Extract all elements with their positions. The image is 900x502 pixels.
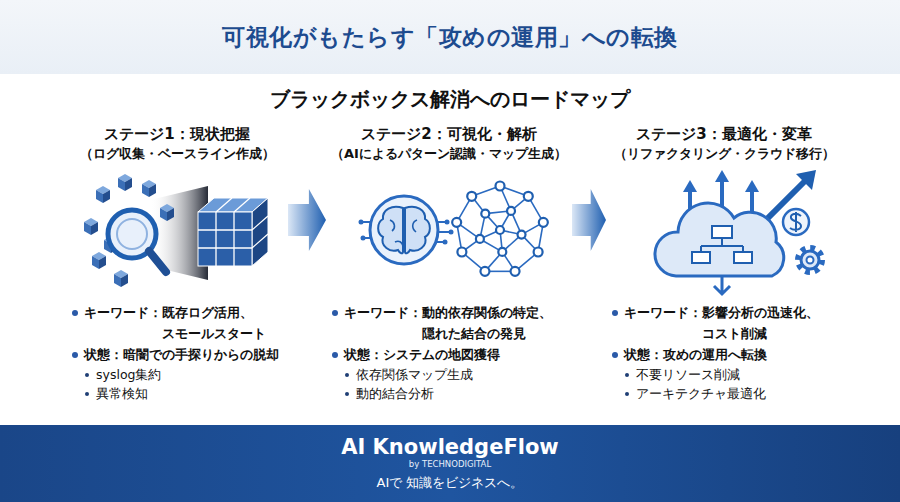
stage-column: ステージ3：最適化・変革（リファクタリング・クラウド移行） キーワード：影響分析の…: [610, 124, 838, 403]
roadmap-heading: ブラックボックス解消へのロードマップ: [0, 86, 900, 113]
network-node: [457, 248, 466, 257]
bullet-dot: [345, 392, 349, 396]
network-node: [507, 207, 515, 215]
keyword-text: キーワード：影響分析の迅速化、 コスト削減: [624, 302, 820, 344]
bullet-row: 動的結合分析: [330, 384, 568, 403]
network-node: [496, 182, 505, 191]
detail-text: 不要リソース削減: [636, 365, 838, 384]
network-node: [518, 231, 526, 239]
network-node: [539, 218, 548, 227]
log-cubes-icon: [84, 174, 268, 287]
state-text: 状態：攻めの運用へ転換: [624, 344, 838, 365]
stage-subtitle: （ログ収集・ベースライン作成）: [70, 144, 284, 164]
stage-column: ステージ2：可視化・解析（AIによるパターン認識・マップ生成） キーワード：動的依…: [330, 124, 568, 403]
bullet-dot: [332, 310, 338, 316]
detail-text: 依存関係マップ生成: [356, 365, 568, 384]
network-node: [467, 192, 476, 201]
bullet-row: 不要リソース削減: [610, 365, 838, 384]
stage-subtitle: （リファクタリング・クラウド移行）: [610, 144, 838, 164]
bullet-dot: [612, 310, 618, 316]
detail-text: アーキテクチャ最適化: [636, 384, 838, 403]
network-node: [496, 226, 504, 234]
bullet-dot: [612, 352, 618, 358]
bullet-row: アーキテクチャ最適化: [610, 384, 838, 403]
network-node: [481, 210, 489, 218]
stage-title: ステージ3：最適化・変革: [610, 124, 838, 144]
bullet-row: 依存関係マップ生成: [330, 365, 568, 384]
state-text: 状態：暗闇での手探りからの脱却: [84, 344, 284, 365]
bullet-row: キーワード：既存ログ活用、 スモールスタート: [70, 302, 284, 344]
network-map-icon: [452, 182, 548, 276]
footer-band: AI KnowledgeFlowby TECHNODIGITALAIで 知識をビ…: [0, 425, 900, 502]
bullet-row: syslog集約: [70, 365, 284, 384]
icon-spacer: [70, 164, 284, 302]
network-node: [452, 218, 461, 227]
bullet-row: 異常検知: [70, 384, 284, 403]
brand-byline: by TECHNODIGITAL: [0, 459, 900, 470]
network-node: [480, 267, 489, 276]
brand-name: AI KnowledgeFlow: [0, 425, 900, 459]
bullet-row: 状態：システムの地図獲得: [330, 344, 568, 365]
keyword-text: キーワード：動的依存関係の特定、 隠れた結合の発見: [344, 302, 553, 344]
bullet-row: 状態：攻めの運用へ転換: [610, 344, 838, 365]
cloud-optimization-icon: [655, 170, 822, 294]
stage-title: ステージ2：可視化・解析: [330, 124, 568, 144]
network-node: [498, 248, 506, 256]
bullet-dot: [332, 352, 338, 358]
bullet-dot: [85, 373, 89, 377]
network-node: [534, 248, 543, 257]
bullet-row: キーワード：動的依存関係の特定、 隠れた結合の発見: [330, 302, 568, 344]
network-node: [524, 192, 533, 201]
brand-tagline: AIで 知識をビジネスへ。: [0, 470, 900, 493]
bullet-row: キーワード：影響分析の迅速化、 コスト削減: [610, 302, 838, 344]
bullet-dot: [85, 392, 89, 396]
bullet-row: 状態：暗闇での手探りからの脱却: [70, 344, 284, 365]
ai-brain-icon: [359, 196, 454, 264]
network-node: [476, 235, 484, 243]
bullet-dot: [72, 310, 78, 316]
page-title: 可視化がもたらす「攻めの運用」への転換: [0, 0, 900, 74]
bullet-dot: [345, 373, 349, 377]
state-text: 状態：システムの地図獲得: [344, 344, 568, 365]
stage-column: ステージ1：現状把握（ログ収集・ベースライン作成） キーワード：既存ログ活用、 ス…: [70, 124, 284, 403]
detail-text: 動的結合分析: [356, 384, 568, 403]
bullet-dot: [625, 373, 629, 377]
bullet-dot: [625, 392, 629, 396]
stage-arrow: [572, 189, 606, 251]
stage-arrow: [288, 189, 326, 251]
bullet-dot: [72, 352, 78, 358]
stage-title: ステージ1：現状把握: [70, 124, 284, 144]
icon-spacer: [330, 164, 568, 302]
keyword-text: キーワード：既存ログ活用、 スモールスタート: [84, 302, 267, 344]
icon-spacer: [610, 164, 838, 302]
network-node: [511, 267, 520, 276]
detail-text: syslog集約: [96, 365, 284, 384]
stage-subtitle: （AIによるパターン認識・マップ生成）: [330, 144, 568, 164]
detail-text: 異常検知: [96, 384, 284, 403]
